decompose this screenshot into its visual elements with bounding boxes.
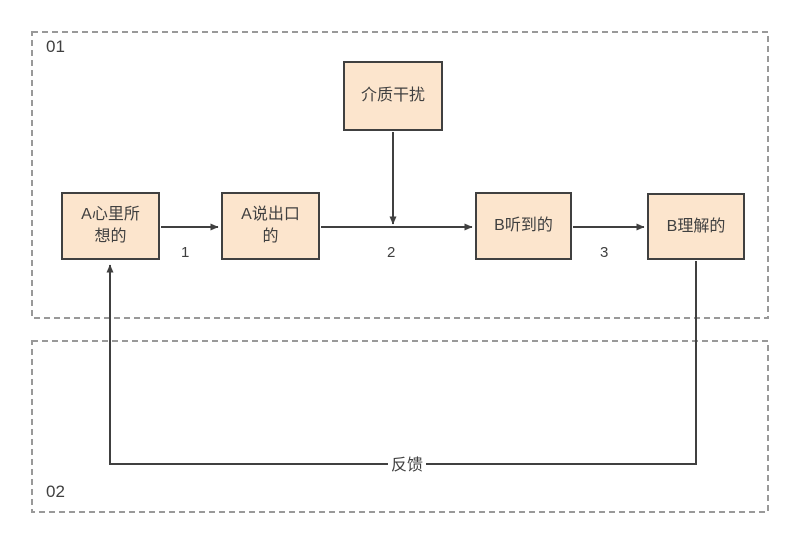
edge-label-step-2: 2 [387, 244, 396, 261]
group-01-label: 01 [46, 37, 65, 56]
box-a-thinks: A心里所 想的 [61, 192, 160, 260]
arrow-feedback [106, 261, 697, 465]
group-01-frame [31, 31, 769, 319]
box-a-says: A说出口 的 [221, 192, 320, 260]
edge-label-step-1: 1 [181, 244, 190, 261]
edge-label-step-3: 3 [600, 244, 609, 261]
box-medium-interference: 介质干扰 [343, 61, 443, 131]
group-02-frame [31, 340, 769, 513]
box-b-understands: B理解的 [647, 193, 745, 260]
group-02-label: 02 [46, 482, 65, 501]
box-b-hears: B听到的 [475, 192, 572, 260]
feedback-label: 反馈 [387, 451, 427, 475]
